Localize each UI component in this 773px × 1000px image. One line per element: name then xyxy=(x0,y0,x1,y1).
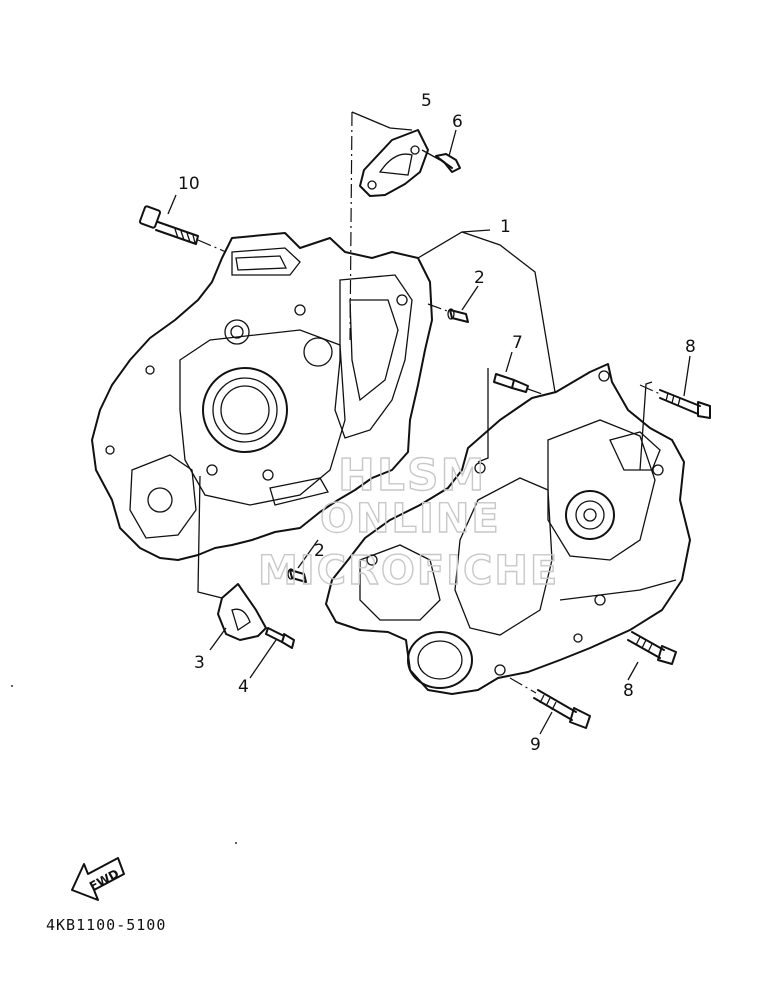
callout-9: 9 xyxy=(530,735,541,755)
fwd-label: FWD xyxy=(87,866,121,893)
fwd-arrow-icon: FWD xyxy=(71,857,125,901)
callout-8-top: 8 xyxy=(685,337,696,357)
scan-specks xyxy=(11,685,237,844)
callout-3: 3 xyxy=(194,653,205,673)
callout-6: 6 xyxy=(452,112,463,132)
part-4-screw xyxy=(265,627,295,649)
watermark: HLSM ONLINE MICROFICHE xyxy=(257,449,559,594)
callout-labels: 10 5 6 1 2 2 7 8 8 3 4 9 xyxy=(178,91,696,755)
svg-text:HLSM: HLSM xyxy=(338,450,486,501)
callout-2-bottom: 2 xyxy=(314,541,325,561)
part-7-bolt xyxy=(493,373,546,396)
callout-2-top: 2 xyxy=(474,268,485,288)
part-9-bolt xyxy=(509,677,591,729)
part-2-dowel-pin-top xyxy=(427,303,469,323)
part-10-bolt xyxy=(138,205,227,253)
part-2-dowel-pin-bottom xyxy=(287,568,307,583)
left-crankcase-half xyxy=(91,232,433,561)
part-6-screw xyxy=(421,149,461,173)
callout-5: 5 xyxy=(421,91,432,111)
part-3-bracket xyxy=(217,583,267,641)
svg-text:MICROFICHE: MICROFICHE xyxy=(258,548,559,594)
part-8-bolt-top xyxy=(639,384,711,419)
callout-7: 7 xyxy=(512,333,523,353)
callout-8-bottom: 8 xyxy=(623,681,634,701)
callout-10: 10 xyxy=(178,174,200,194)
leader-lines xyxy=(167,111,691,735)
part-code: 4KB1100-5100 xyxy=(46,916,166,934)
callout-4: 4 xyxy=(238,677,249,697)
svg-text:ONLINE: ONLINE xyxy=(320,496,501,542)
part-8-bolt-bottom xyxy=(627,631,677,665)
callout-1: 1 xyxy=(500,217,511,237)
right-crankcase-half xyxy=(325,363,691,695)
part-5-bracket-plate xyxy=(359,129,429,197)
